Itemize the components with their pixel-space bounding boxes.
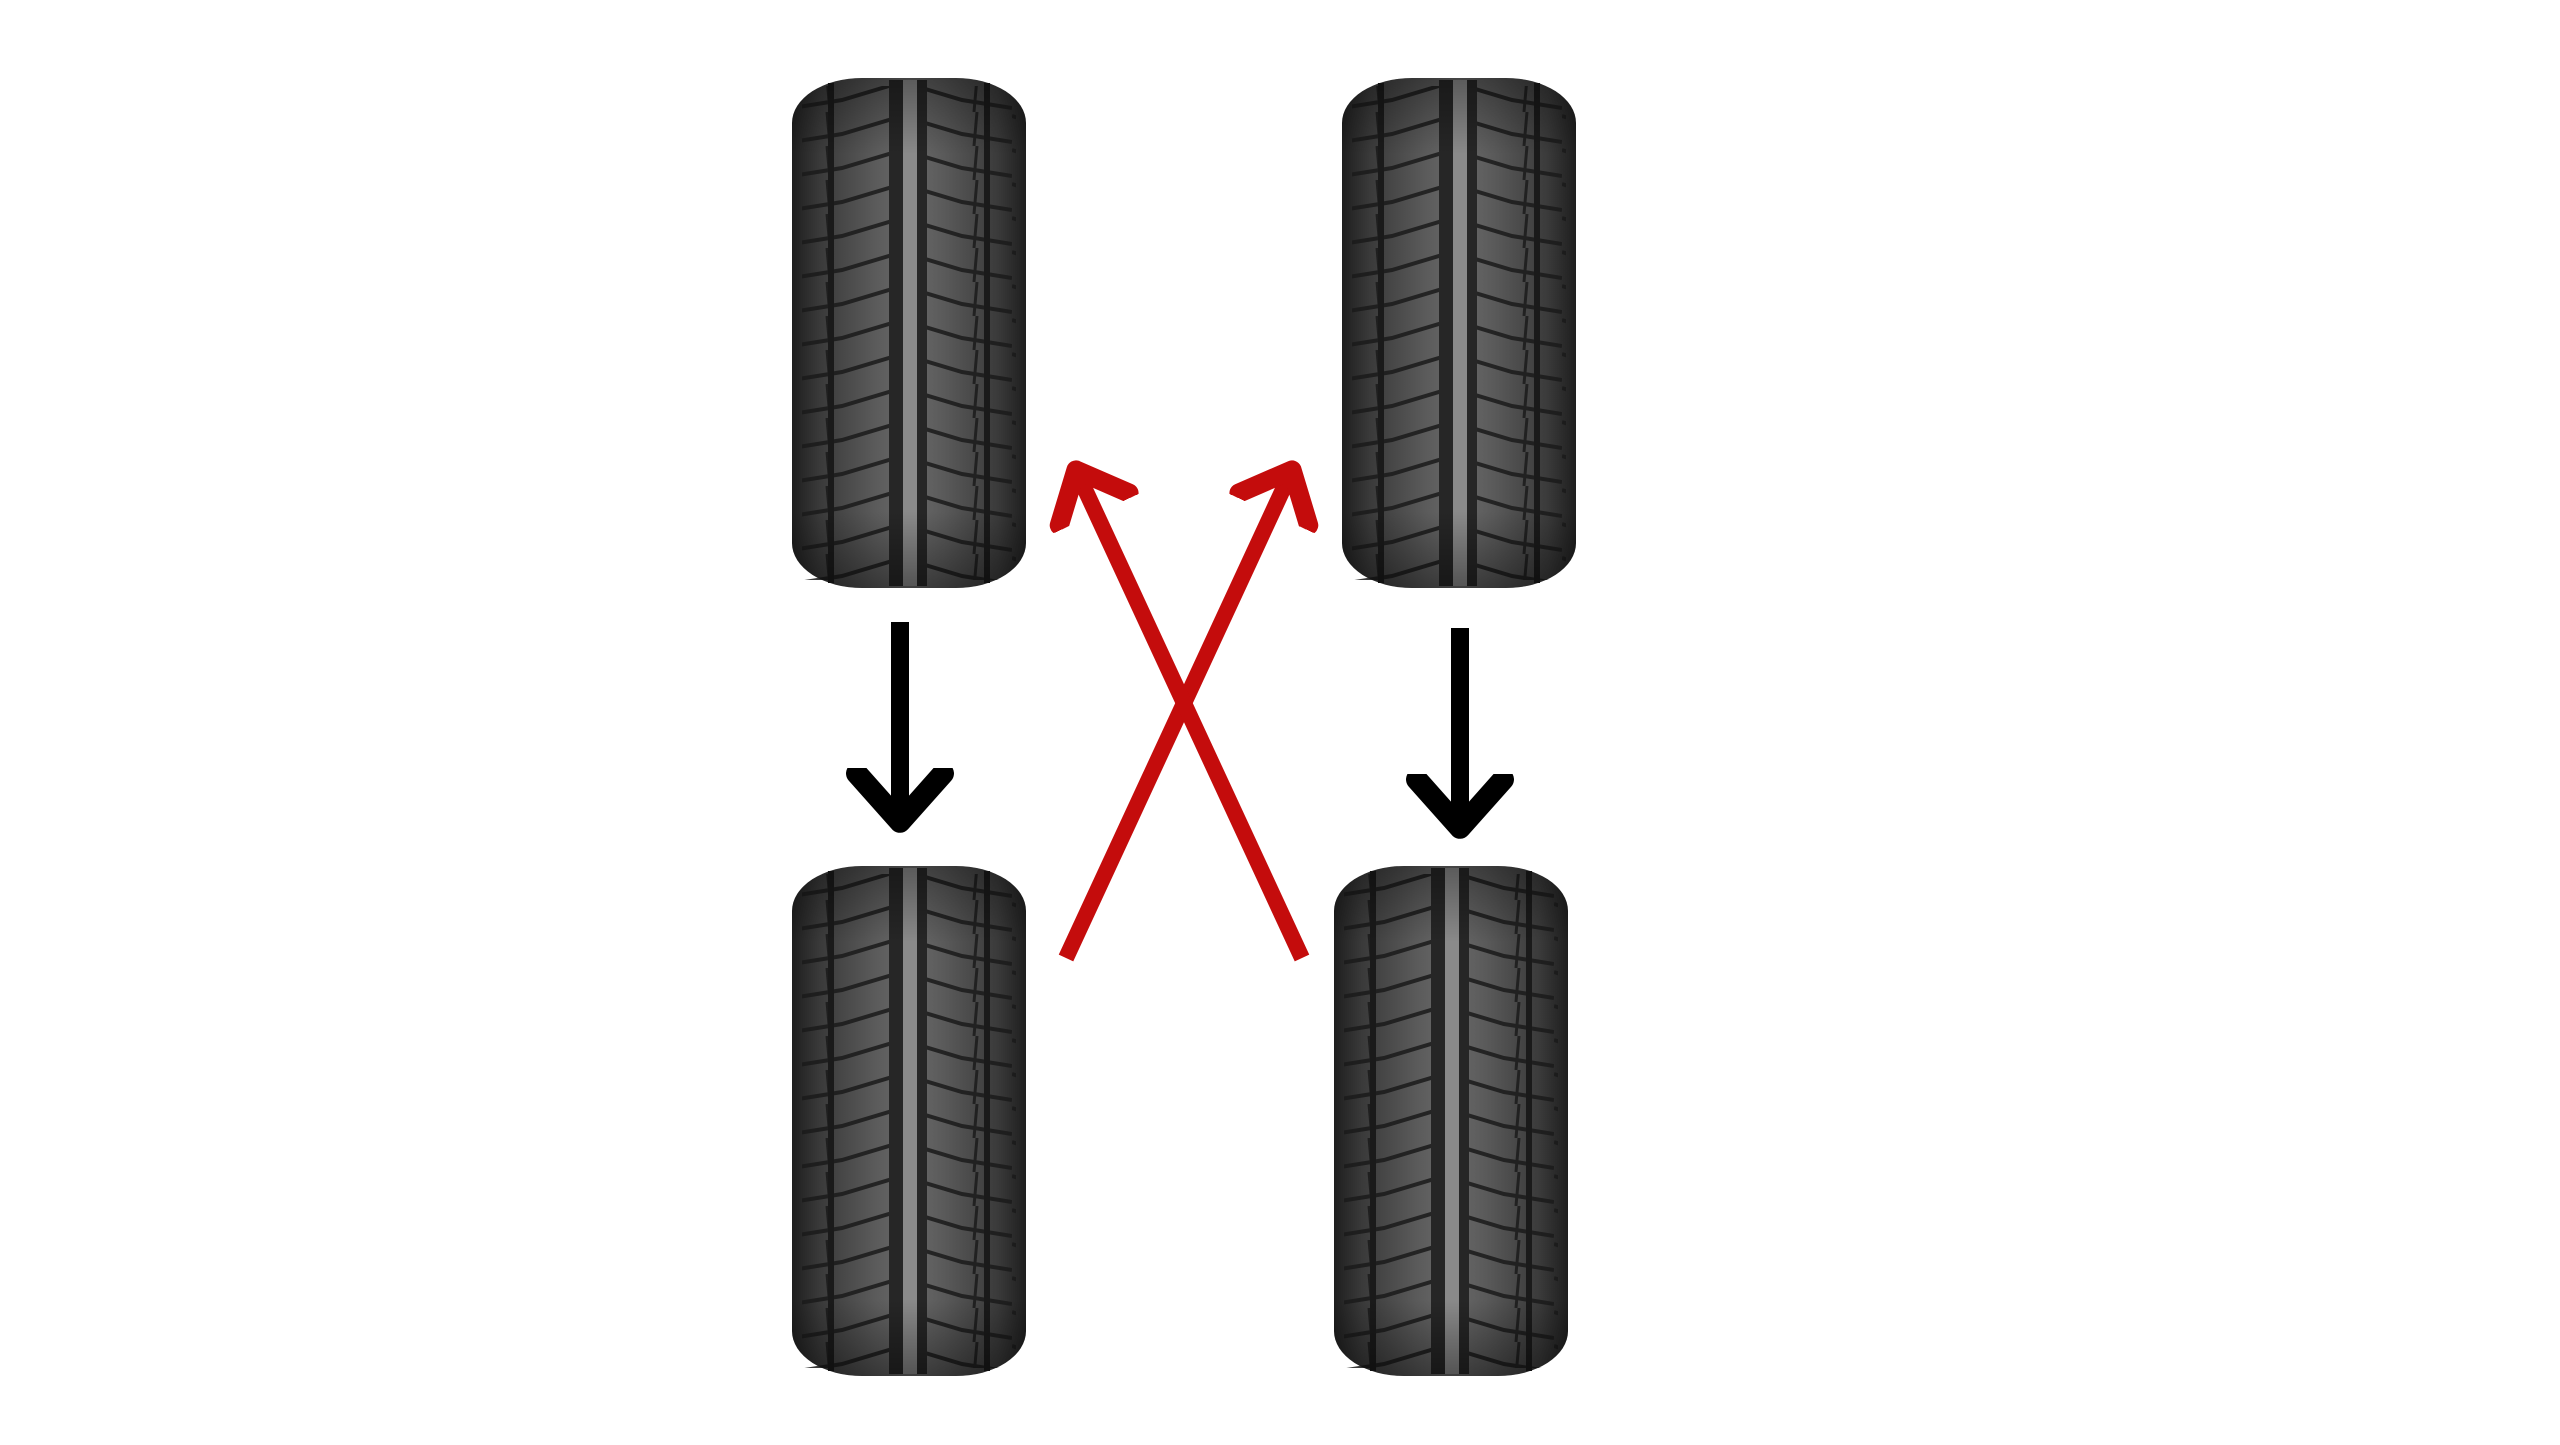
tire-front-left [792,78,1026,588]
tire-rear-left [792,866,1026,1376]
tire-front-right [1342,78,1576,588]
arrow-rear-right-to-front-left [1076,470,1310,962]
tire-rear-right [1334,866,1568,1376]
arrow-rear-left-to-front-right [1058,470,1292,962]
